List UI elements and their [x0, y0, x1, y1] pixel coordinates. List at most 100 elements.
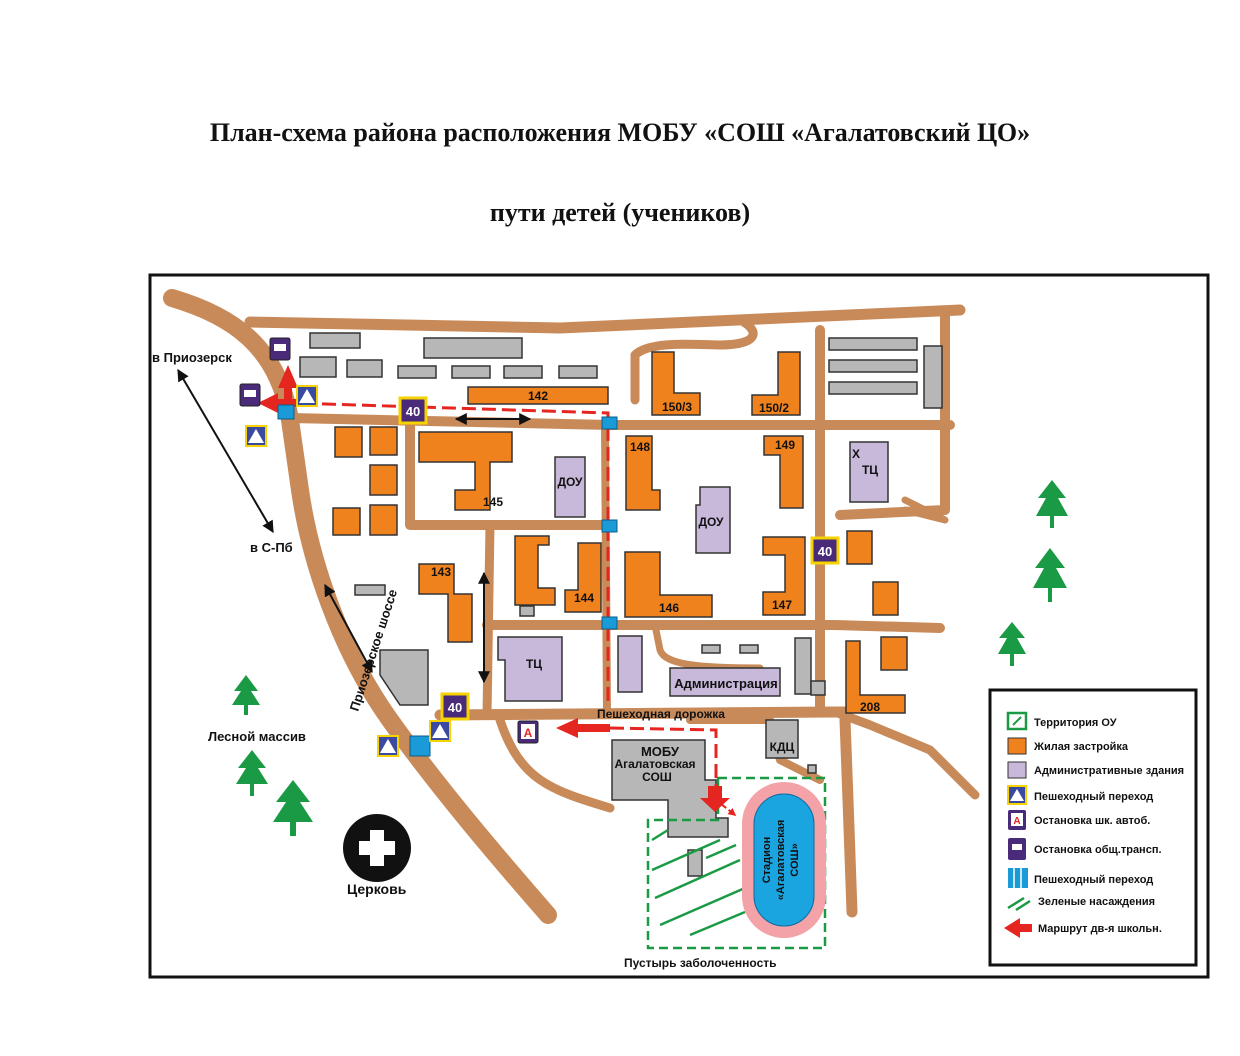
house-142-label: 142: [528, 389, 548, 403]
house-147: [762, 536, 806, 616]
page-title: План-схема района расположения МОБУ «СОШ…: [209, 118, 1031, 147]
legend-label-crossing-sign: Пешеходный переход: [1034, 791, 1153, 803]
wasteland-label: Пустырь заболоченность: [624, 956, 777, 970]
public-bus-stop-north: [269, 337, 291, 361]
legend-school-bus-swatch: А: [1008, 810, 1026, 830]
house-144: [564, 542, 602, 613]
legend-label-route: Маршрут дв-я школьн.: [1038, 923, 1162, 935]
kdc-building: [765, 719, 799, 759]
direction-arrows: [177, 368, 532, 684]
house-146: [624, 551, 713, 618]
tree-icon: [232, 675, 260, 715]
svg-text:А: А: [1013, 816, 1020, 827]
house-142: [467, 386, 609, 405]
stadium-field: [753, 793, 815, 927]
school-label-2: Агалатовская: [614, 757, 695, 771]
pedestrian-crossings: [277, 404, 618, 757]
admin-tall: [617, 635, 643, 693]
school-territory: Стадион «Агалатовская СОШ»: [646, 776, 827, 950]
tree-icon: [1033, 548, 1067, 602]
house-147-label: 147: [772, 598, 792, 612]
administration-building: [669, 667, 781, 697]
legend: А Территория ОУ Жилая застройка Админист…: [988, 688, 1198, 967]
legend-residential-swatch: [1007, 737, 1027, 755]
church-icon: [343, 814, 411, 882]
other-buildings: [299, 332, 943, 877]
route-arrow-west: [258, 393, 296, 413]
public-bus-stop-west: [239, 383, 261, 407]
stadium-label-2: «Агалатовская: [775, 820, 787, 900]
svg-text:40: 40: [818, 544, 832, 559]
house-144-label: 144: [574, 591, 594, 605]
crossing-sign-1: [296, 385, 318, 407]
school-label-1: МОБУ: [641, 744, 680, 759]
svg-text:40: 40: [448, 700, 462, 715]
tree-icon: [998, 622, 1026, 666]
crossing-sign-3: [377, 735, 399, 757]
speed-limit-sign-3: 40: [440, 692, 470, 721]
crossing-sign-4: [429, 720, 451, 742]
legend-label-school-bus: Остановка шк. автоб.: [1034, 815, 1150, 827]
legend-crossing-sign-swatch: [1007, 785, 1027, 805]
tree-icon: [236, 750, 268, 796]
dou-1: [554, 456, 586, 518]
house-149: [763, 435, 804, 509]
house-143-label: 143: [431, 565, 451, 579]
dou-2: [695, 486, 731, 554]
crossing-sign-2: [245, 425, 267, 447]
route-arrow-north: [278, 365, 298, 402]
church-label: Церковь: [347, 881, 407, 897]
tree-icon: [1036, 480, 1068, 528]
legend-label-residential: Жилая застройка: [1033, 741, 1129, 753]
admin-buildings: [497, 441, 889, 702]
school-building: [611, 739, 729, 838]
dou-2-label: ДОУ: [698, 515, 724, 529]
house-208-label: 208: [860, 700, 880, 714]
direction-south-label: в С-Пб: [250, 540, 293, 555]
svg-text:А: А: [524, 726, 533, 740]
school-bus-stop: А: [517, 720, 539, 744]
speed-limit-sign-1: 40: [398, 396, 428, 425]
house-146-label: 146: [659, 601, 679, 615]
trees: [232, 480, 1068, 836]
house-150-3-label: 150/3: [662, 400, 692, 414]
administration-label: Администрация: [674, 676, 777, 691]
legend-label-territory: Территория ОУ: [1034, 717, 1117, 729]
legend-public-bus-swatch: [1008, 838, 1026, 860]
grey-building-southwest: [379, 649, 429, 706]
legend-label-crossing: Пешеходный переход: [1034, 874, 1153, 886]
tc-2-label: ТЦ: [526, 657, 542, 671]
tc-1: [849, 441, 889, 503]
route-arrow-stop: [556, 718, 610, 738]
green-plantings: [651, 828, 746, 937]
page-subtitle: пути детей (учеников): [489, 198, 751, 227]
house-149-label: 149: [775, 438, 795, 452]
tree-icon: [273, 780, 313, 836]
direction-north-label: в Приозерск: [152, 350, 232, 365]
footpath-label: Пешеходная дорожка: [597, 707, 725, 721]
kdc-label: КДЦ: [770, 740, 795, 754]
svg-text:40: 40: [406, 404, 420, 419]
forest-label: Лесной массив: [208, 729, 306, 744]
house-208: [845, 640, 906, 714]
house-144-left: [514, 535, 556, 606]
school-label-3: СОШ: [642, 770, 672, 784]
house-145: [418, 431, 513, 511]
tc-1-label: ТЦ: [862, 463, 878, 477]
dou-1-label: ДОУ: [557, 475, 583, 489]
stadium-label-1: Стадион: [761, 837, 773, 884]
legend-admin-swatch: [1007, 761, 1027, 779]
legend-route-swatch: [1004, 918, 1032, 938]
legend-green-swatch: [1007, 896, 1031, 912]
house-143: [418, 563, 473, 643]
house-148-label: 148: [630, 440, 650, 454]
house-150-2-label: 150/2: [759, 401, 789, 415]
speed-limit-sign-2: 40: [810, 536, 840, 565]
house-150-2: [751, 351, 801, 416]
residential-buildings: [332, 351, 908, 714]
legend-label-admin: Административные здания: [1034, 765, 1184, 777]
legend-label-public-bus: Остановка общ.трансп.: [1034, 844, 1162, 856]
route-arrow-school: [700, 786, 730, 812]
house-145-label: 145: [483, 495, 503, 509]
